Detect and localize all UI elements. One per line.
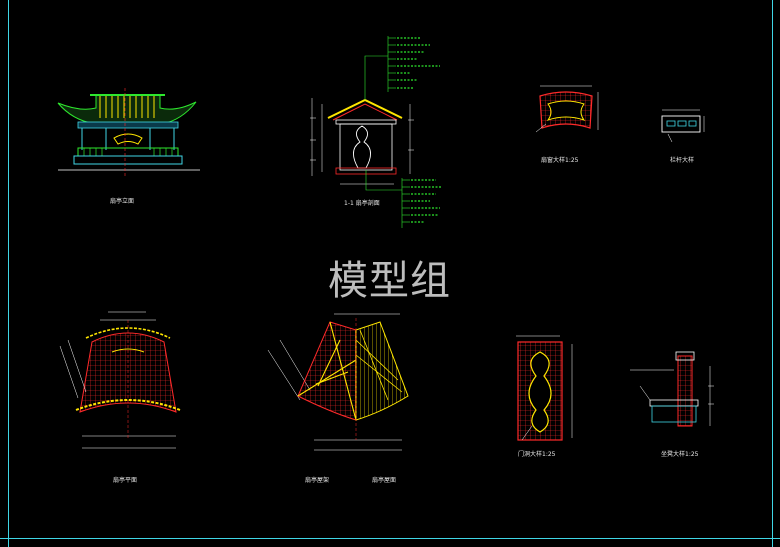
section-caption: 1-1 扇亭剖面 (344, 200, 380, 207)
roof-frame-and-roof-plan-drawing (267, 313, 409, 451)
watermark-text: 模型组 (328, 258, 451, 304)
drawing-frame-right (772, 0, 773, 547)
window-detail-caption: 扇窗大样1:25 (541, 157, 579, 164)
door-opening-detail-drawing (516, 335, 573, 441)
door-detail-caption: 门洞大样1:25 (518, 451, 556, 458)
plan-caption: 扇亭平面 (113, 477, 138, 484)
roof-plan-caption: 扇亭屋面 (372, 477, 397, 484)
drawing-frame-bottom (0, 538, 780, 539)
pavilion-elevation-drawing (57, 88, 200, 176)
fan-window-detail-drawing (535, 85, 599, 133)
seat-detail-drawing (630, 351, 714, 427)
pavilion-plan-drawing (59, 311, 181, 449)
railing-detail-drawing (661, 109, 705, 143)
railing-detail-caption: 栏杆大样 (670, 157, 695, 164)
roof-frame-caption: 扇亭屋架 (305, 477, 330, 484)
seat-detail-caption: 坐凳大样1:25 (661, 451, 699, 458)
drawing-frame-left (8, 0, 9, 547)
elevation-caption: 扇亭立面 (110, 198, 135, 205)
pavilion-section-drawing (310, 36, 442, 228)
